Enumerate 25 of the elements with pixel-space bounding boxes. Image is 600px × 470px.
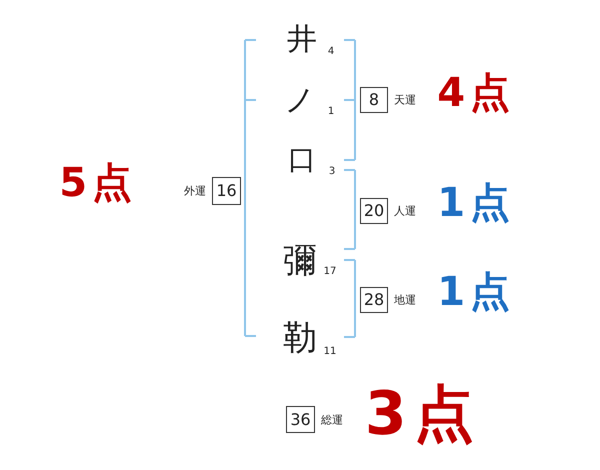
score-text: 1点 bbox=[437, 272, 515, 312]
fortune-number-box: 36 bbox=[286, 406, 315, 433]
fortune-number-box: 16 bbox=[212, 177, 241, 205]
name-character: 彌 bbox=[283, 244, 317, 278]
name-character: 勒 bbox=[283, 321, 317, 355]
stroke-count: 1 bbox=[328, 107, 334, 117]
stroke-count: 3 bbox=[328, 167, 336, 177]
fortune-category-label: 総運 bbox=[321, 414, 343, 425]
fortune-category-label: 天運 bbox=[394, 94, 416, 106]
fortune-category-label: 外運 bbox=[184, 186, 206, 196]
score-text: 5点 bbox=[59, 163, 137, 203]
fortune-number-box: 20 bbox=[360, 198, 388, 224]
name-character: 井 bbox=[287, 25, 317, 55]
score-text: 4点 bbox=[437, 73, 515, 113]
name-character: 口 bbox=[288, 146, 316, 174]
fortune-category-label: 人運 bbox=[394, 206, 416, 216]
name-character: ノ bbox=[284, 86, 316, 116]
fortune-number-box: 8 bbox=[360, 87, 388, 113]
stroke-count: 4 bbox=[328, 47, 334, 57]
fortune-category-label: 地運 bbox=[394, 294, 416, 306]
stroke-count: 11 bbox=[324, 347, 336, 357]
score-text: 1点 bbox=[437, 183, 515, 223]
score-text: 3点 bbox=[364, 384, 482, 444]
stroke-count: 17 bbox=[324, 267, 336, 277]
fortune-number-box: 28 bbox=[360, 287, 388, 313]
